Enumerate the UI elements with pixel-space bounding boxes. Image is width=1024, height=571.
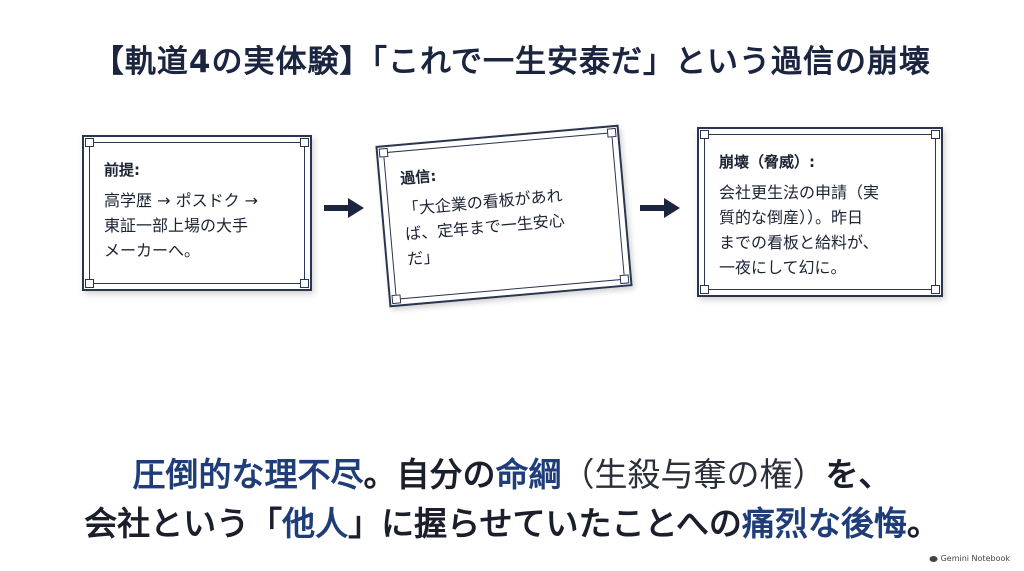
emphasis-text: 他人 bbox=[282, 504, 349, 543]
corner-ornament bbox=[85, 279, 94, 288]
collapse-heading: 崩壊（脅威）: bbox=[719, 153, 815, 171]
gemini-notebook-icon bbox=[929, 556, 938, 562]
conclusion-line-2: 会社という「他人」に握らせていたことへの痛烈な後悔。 bbox=[0, 497, 1024, 545]
premise-line: メーカーへ。 bbox=[104, 241, 201, 260]
premise-line: 東証一部上場の大手 bbox=[104, 216, 249, 235]
slide-title: 【軌道4の実体験】「これで一生安泰だ」という過信の崩壊 bbox=[92, 44, 932, 80]
corner-ornament bbox=[391, 294, 402, 305]
corner-ornament bbox=[931, 130, 940, 139]
corner-ornament bbox=[606, 127, 617, 138]
collapse-line: 一夜にして幻に。 bbox=[719, 258, 847, 277]
corner-ornament bbox=[378, 147, 389, 158]
corner-ornament bbox=[300, 138, 309, 147]
corner-ornament bbox=[619, 274, 630, 285]
corner-ornament bbox=[85, 138, 94, 147]
body-text: 会社という「 bbox=[84, 504, 283, 543]
parenthetical-text: （生殺与奪の権） bbox=[561, 455, 826, 494]
emphasis-text: 痛烈な後悔 bbox=[741, 504, 907, 543]
collapse-line: 会社更生法の申請（実 bbox=[719, 183, 880, 202]
overconfidence-card: 過信: 「大企業の看板があれ ば、定年まで一生安心 だ」 bbox=[375, 124, 633, 308]
corner-ornament bbox=[700, 285, 709, 294]
corner-ornament bbox=[931, 285, 940, 294]
body-text: 」に握らせていたことへの bbox=[348, 504, 742, 543]
premise-heading: 前提: bbox=[104, 161, 140, 179]
arrow-right-icon bbox=[640, 198, 680, 218]
body-text: 。 bbox=[906, 504, 940, 543]
premise-card: 前提: 高学歴 → ポスドク → 東証一部上場の大手 メーカーへ。 bbox=[82, 135, 312, 291]
watermark-badge: Gemini Notebook bbox=[929, 554, 1010, 563]
corner-ornament bbox=[300, 279, 309, 288]
watermark-text: Gemini Notebook bbox=[940, 554, 1010, 563]
emphasis-text: 圧倒的な理不尽 bbox=[132, 455, 364, 494]
collapse-text: 会社更生法の申請（実 質的な倒産））。昨日 までの看板と給料が、 一夜にして幻に… bbox=[719, 180, 925, 280]
arrow-right-icon bbox=[324, 198, 364, 218]
conclusion-line-1: 圧倒的な理不尽。自分の命綱（生殺与奪の権）を、 bbox=[0, 448, 1024, 496]
collapse-line: までの看板と給料が、 bbox=[719, 233, 879, 252]
premise-text: 高学歴 → ポスドク → 東証一部上場の大手 メーカーへ。 bbox=[104, 188, 294, 263]
premise-line: 高学歴 → ポスドク → bbox=[104, 191, 259, 210]
collapse-line: 質的な倒産））。昨日 bbox=[719, 208, 864, 227]
collapse-card: 崩壊（脅威）: 会社更生法の申請（実 質的な倒産））。昨日 までの看板と給料が、… bbox=[697, 127, 943, 297]
overconfidence-text: 「大企業の看板があれ ば、定年まで一生安心 だ」 bbox=[402, 179, 612, 271]
emphasis-text: 命綱 bbox=[495, 455, 562, 494]
body-text: を、 bbox=[825, 455, 892, 494]
body-text: 。自分の bbox=[363, 455, 496, 494]
corner-ornament bbox=[700, 130, 709, 139]
